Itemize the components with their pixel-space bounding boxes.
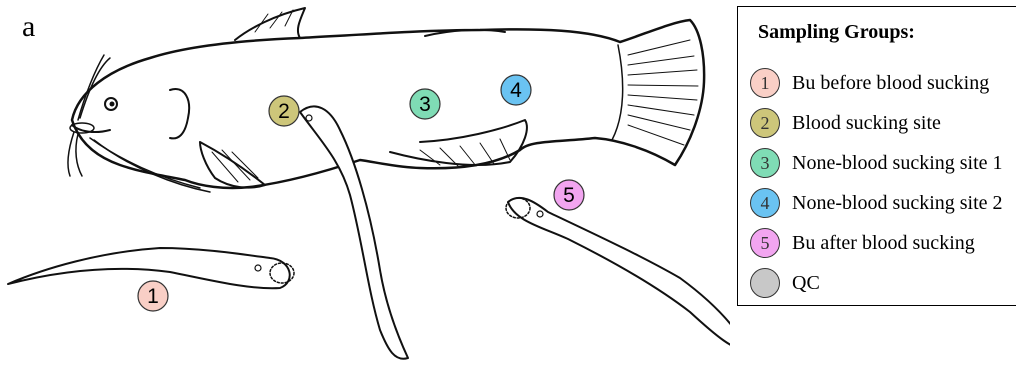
legend-item-2: 2 Blood sucking site — [750, 105, 941, 141]
catfish-body — [72, 20, 704, 188]
marker-3: 3 — [410, 89, 440, 119]
legend-label: Bu after blood sucking — [792, 232, 975, 255]
svg-text:2: 2 — [278, 100, 290, 123]
legend-label: None-blood sucking site 2 — [792, 192, 1003, 215]
legend-swatch: 2 — [750, 108, 780, 138]
marker-4: 4 — [501, 75, 531, 105]
legend-item-4: 4 None-blood sucking site 2 — [750, 185, 1003, 221]
marker-2: 2 — [269, 96, 299, 126]
legend-box: Sampling Groups: 1 Bu before blood sucki… — [737, 6, 1016, 306]
legend-swatch: 4 — [750, 188, 780, 218]
dorsal-fin — [235, 8, 305, 40]
legend-item-5: 5 Bu after blood sucking — [750, 225, 975, 261]
svg-text:3: 3 — [419, 93, 431, 116]
fish-leech-illustration: 1 2 3 4 5 — [0, 0, 730, 372]
pectoral-fin — [200, 142, 265, 188]
legend-swatch — [750, 268, 780, 298]
leech-attached — [300, 106, 408, 358]
legend-item-qc: QC — [750, 265, 820, 301]
svg-text:5: 5 — [563, 184, 575, 207]
legend-label: QC — [792, 272, 820, 295]
gill-cover — [170, 89, 189, 138]
svg-text:4: 4 — [510, 79, 522, 102]
legend-swatch: 3 — [750, 148, 780, 178]
legend-item-1: 1 Bu before blood sucking — [750, 65, 989, 101]
legend-swatch: 5 — [750, 228, 780, 258]
svg-text:1: 1 — [147, 285, 159, 308]
marker-1: 1 — [138, 281, 168, 311]
tail-fin-rays — [628, 40, 698, 145]
legend-label: Bu before blood sucking — [792, 72, 989, 95]
legend-title: Sampling Groups: — [758, 21, 915, 44]
leech-group5 — [508, 198, 730, 350]
legend-swatch: 1 — [750, 68, 780, 98]
marker-5: 5 — [554, 180, 584, 210]
legend-label: Blood sucking site — [792, 112, 941, 135]
legend-item-3: 3 None-blood sucking site 1 — [750, 145, 1003, 181]
legend-label: None-blood sucking site 1 — [792, 152, 1003, 175]
anal-fin — [390, 120, 527, 165]
